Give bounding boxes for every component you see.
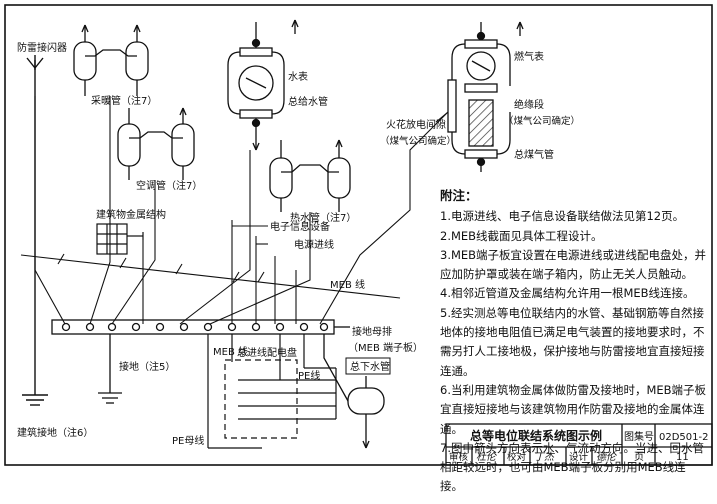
label-ac-pipe: 空调管（注7） <box>136 179 202 192</box>
main-drain-pipe <box>323 334 385 449</box>
note-item: 6.当利用建筑物金属体做防雷及接地时，MEB端子板宜直接短接地与该建筑物用作防雷… <box>440 382 707 436</box>
note-item: 1.电源进线、电子信息设备联结做法见第12页。 <box>440 209 685 224</box>
hot-water-pipes <box>269 139 351 212</box>
title-block-atlas-no: 02D501-2 <box>659 432 708 443</box>
label-gas-company-1: （煤气公司确定） <box>504 115 580 127</box>
title-block-check-sig: 丁杰 <box>534 451 555 463</box>
label-main-drain-pipe: 总下水管 <box>350 360 390 373</box>
label-water-meter: 水表 <box>288 70 308 83</box>
label-spark-gap: 火花放电间隙 <box>386 118 446 131</box>
label-grounding-note5: 接地（注5） <box>119 360 175 373</box>
drain-label-box <box>345 357 391 375</box>
distribution-panel <box>207 334 337 449</box>
notes-title: 附注： <box>440 188 478 203</box>
notes-block: 附注： 1.电源进线、电子信息设备联结做法见第12页。 2.MEB线截面见具体工… <box>440 186 708 497</box>
note-item: 5.经实测总等电位联结内的水管、基础钢筋等自然接地体的接地电阻值已满足电气装置的… <box>440 305 705 378</box>
title-block-title: 总等电位联结系统图示例 <box>470 428 602 443</box>
label-pe-bus: PE母线 <box>172 434 204 447</box>
title-block-page-label: 页 <box>634 451 644 463</box>
label-pe-line: PE线 <box>298 369 320 382</box>
building-metal-structure <box>96 223 144 255</box>
label-terminal-bar: 接地母排 <box>352 325 392 338</box>
label-heating-pipe: 采暖管（注7） <box>91 94 157 107</box>
title-block-design-label: 设计 <box>569 451 589 463</box>
water-meter-assembly <box>227 19 299 151</box>
note-item: 4.相邻近管道及金属结构允许用一根MEB线连接。 <box>440 286 695 301</box>
note-item: 2.MEB线截面见具体工程设计。 <box>440 228 603 243</box>
label-main-distribution-panel: 总进线配电盘 <box>237 346 297 359</box>
title-block-review-sig: 杜伦 <box>476 451 497 463</box>
equipment-leaders <box>232 225 268 245</box>
grounding-note5-symbol <box>98 334 122 404</box>
label-electronic-equipment: 电子信息设备 <box>270 220 330 233</box>
label-lightning-rod: 防雷接闪器 <box>17 41 67 54</box>
label-gas-meter: 燃气表 <box>514 50 544 63</box>
title-block-atlas-label: 图集号 <box>624 430 654 443</box>
label-hot-water-pipe: 热水管（注7） <box>290 211 356 224</box>
label-main-gas-pipe: 总煤气管 <box>514 148 554 161</box>
branch-marks <box>57 253 265 283</box>
label-insulation-section: 绝缘段 <box>514 98 544 111</box>
label-power-line: 电源进线 <box>294 238 334 251</box>
title-block <box>445 423 713 466</box>
note-item: 3.MEB端子板宜设置在电源进线或进线配电盘处，并应加防护罩或装在端子箱内，防止… <box>440 247 707 282</box>
label-building-metal: 建筑物金属结构 <box>96 208 166 221</box>
meb-conductors <box>20 96 449 325</box>
label-gas-company-2: （煤气公司确定） <box>380 135 456 147</box>
meb-terminal-bar <box>51 319 350 335</box>
title-block-check-label: 校对 <box>507 451 527 463</box>
heating-pipes <box>73 24 149 96</box>
label-meb-line-1: MEB 线 <box>330 278 365 291</box>
building-grounding-symbol <box>22 394 48 406</box>
gas-meter-assembly <box>447 21 524 172</box>
title-block-design-sig: 德伦 <box>596 451 617 463</box>
note-item: 7.图中箭头方向表示水、气流动方向。当进、回水管相距较远时，也可由MEB端子板分… <box>440 440 704 494</box>
label-building-grounding: 建筑接地（注6） <box>17 426 93 439</box>
label-meb-line-2: MEB 线 <box>213 345 248 358</box>
frame-border <box>4 4 713 466</box>
ac-pipes <box>117 107 195 180</box>
label-main-water-pipe: 总给水管 <box>288 95 328 108</box>
title-block-page-no: 11 <box>676 452 689 463</box>
label-meb-terminal-board: （MEB 端子板） <box>348 341 423 354</box>
title-block-review-label: 审核 <box>449 451 469 463</box>
